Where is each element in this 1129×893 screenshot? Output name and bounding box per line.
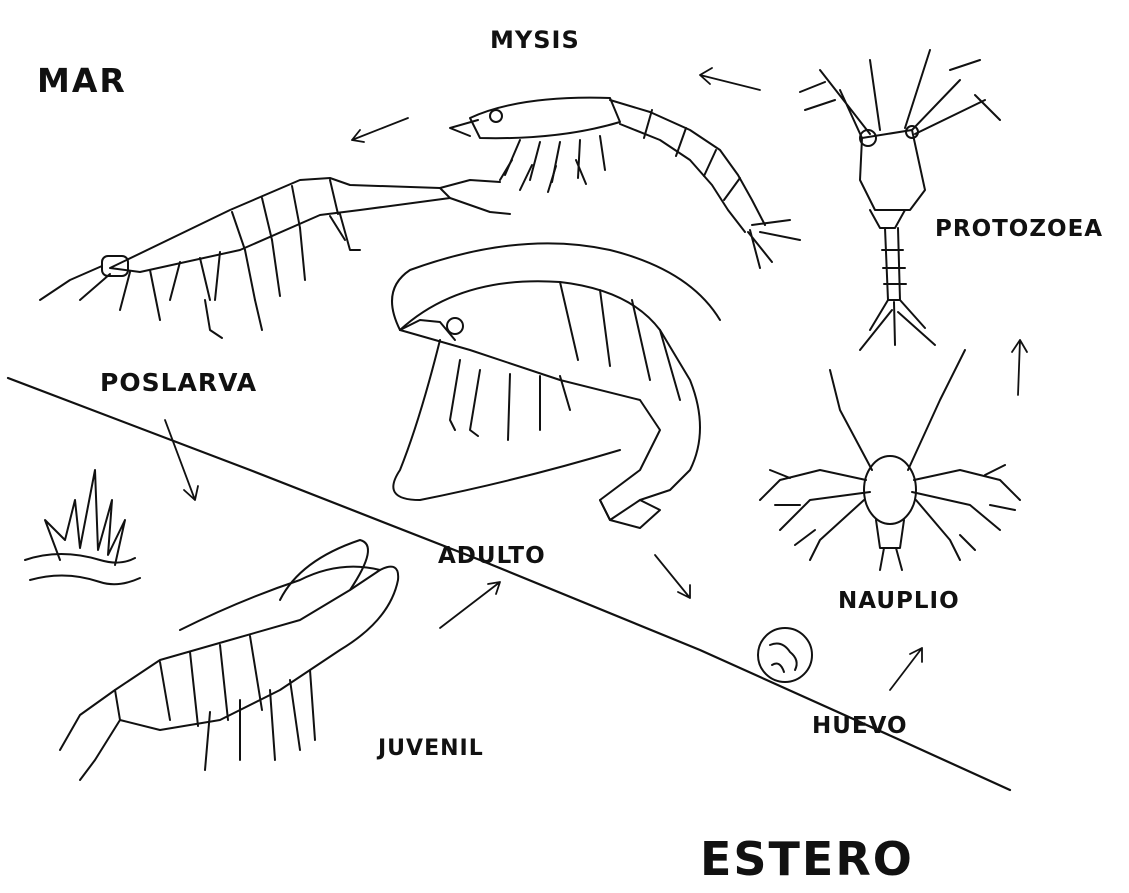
arrow-poslarva-down	[165, 420, 198, 500]
stage-label-protozoea: PROTOZOEA	[935, 218, 1103, 241]
nauplius-larva-icon	[760, 350, 1020, 570]
seagrass-icon	[25, 470, 140, 584]
arrow-protozoea-to-mysis	[700, 68, 760, 90]
arrow-mysis-to-poslarva	[352, 118, 408, 142]
region-label-sea: MAR	[37, 64, 127, 97]
stage-label-mysis: MYSIS	[490, 28, 580, 52]
arrow-nauplio-to-protozoea	[1012, 340, 1027, 395]
postlarva-shrimp-icon	[40, 178, 510, 338]
mysis-larva-icon	[450, 98, 800, 268]
stage-label-nauplio: NAUPLIO	[838, 590, 960, 613]
protozoea-larva-icon	[800, 50, 1000, 350]
egg-icon	[758, 628, 812, 682]
stage-label-juvenil: JUVENIL	[378, 738, 484, 760]
stage-label-huevo: HUEVO	[812, 715, 908, 738]
adult-shrimp-icon	[392, 243, 720, 528]
juvenile-shrimp-icon	[60, 540, 398, 780]
stage-label-adulto: ADULTO	[438, 545, 546, 568]
arrow-juvenil-to-adulto	[440, 582, 500, 628]
stage-label-poslarva: POSLARVA	[100, 370, 257, 395]
arrow-adulto-to-egg	[655, 555, 690, 598]
arrow-huevo-to-nauplio	[890, 648, 922, 690]
region-label-estuary: ESTERO	[700, 836, 914, 882]
